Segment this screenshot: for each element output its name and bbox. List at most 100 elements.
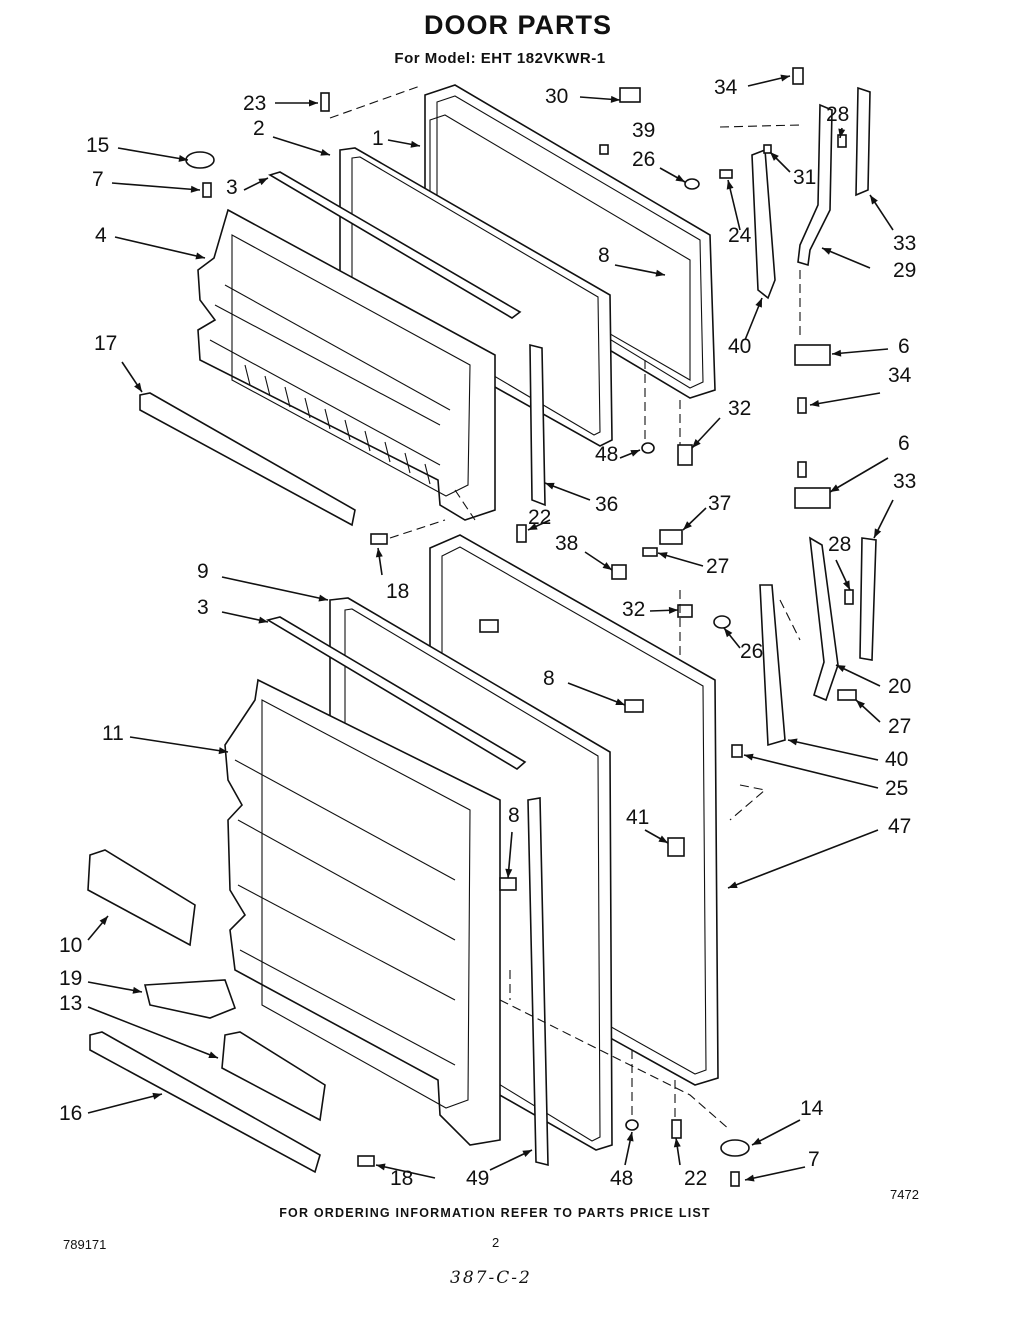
leader-arrowhead <box>788 738 798 746</box>
callout-number: 18 <box>386 580 409 603</box>
leader-arrowhead <box>843 580 850 590</box>
fresh-inner-liner <box>224 678 501 1146</box>
leader-arrowhead <box>836 665 846 673</box>
leader-arrowhead <box>132 986 142 994</box>
callout-number: 33 <box>893 232 916 255</box>
leader-arrowhead <box>744 753 754 761</box>
callout-number: 7 <box>808 1148 820 1171</box>
leader-line <box>727 829 879 889</box>
door-bar-16 <box>89 1031 321 1174</box>
leader-arrowhead <box>726 180 734 190</box>
callout-number: 6 <box>898 432 910 455</box>
callout-number: 48 <box>595 443 618 466</box>
leader-line <box>111 182 201 191</box>
callout-number: 41 <box>626 806 649 829</box>
callout-number: 26 <box>740 640 763 663</box>
part-6-upper <box>794 344 831 366</box>
part-14 <box>720 1139 750 1157</box>
lower-hinge-bar-20 <box>809 536 839 702</box>
part-41 <box>667 837 685 857</box>
callout-number: 28 <box>826 103 849 126</box>
upper-guide-lines <box>329 85 801 539</box>
door-shelf-10 <box>87 849 196 947</box>
callout-number: 22 <box>684 1167 707 1190</box>
callout-number: 27 <box>706 555 729 578</box>
leader-line <box>744 1166 806 1181</box>
part-31 <box>763 144 772 154</box>
freezer-inner-liner <box>197 208 496 521</box>
liner-ribs <box>244 364 431 485</box>
leader-arrowhead <box>99 916 108 926</box>
door-shelf-13 <box>221 1031 326 1122</box>
leader-arrowhead <box>870 195 878 205</box>
upper-hinge-arm <box>751 148 776 300</box>
part-48-lower <box>625 1119 639 1131</box>
leader-arrowhead <box>258 616 268 624</box>
callout-number: 9 <box>197 560 209 583</box>
callout-number: 4 <box>95 224 107 247</box>
ordering-note: FOR ORDERING INFORMATION REFER TO PARTS … <box>279 1206 711 1220</box>
leader-line <box>831 348 889 355</box>
leader-arrowhead <box>258 178 268 186</box>
lower-hinge-cover-33 <box>859 537 877 661</box>
leader-arrowhead <box>822 248 832 255</box>
part-28-upper <box>837 134 847 148</box>
model-subtitle: For Model: EHT 182VKWR-1 <box>394 50 606 67</box>
callout-number: 24 <box>728 224 752 247</box>
callout-number: 30 <box>545 85 568 108</box>
leader-arrowhead <box>755 298 762 308</box>
leader-line <box>751 1119 801 1146</box>
leader-arrowhead <box>630 450 640 457</box>
callout-number: 39 <box>632 119 655 142</box>
leader-arrowhead <box>195 252 205 260</box>
part-39 <box>599 144 609 155</box>
callout-number: 16 <box>59 1102 82 1125</box>
callout-number: 8 <box>508 804 520 827</box>
page-number: 2 <box>492 1235 500 1250</box>
callout-number: 8 <box>543 667 555 690</box>
leader-arrowhead <box>830 484 840 492</box>
leader-arrowhead <box>375 548 383 558</box>
leader-line <box>221 576 329 601</box>
leader-arrowhead <box>724 628 733 638</box>
part-26-upper <box>684 178 700 190</box>
leader-arrowhead <box>874 528 882 538</box>
callout-number: 22 <box>528 506 551 529</box>
upper-hinge-bar <box>797 103 833 267</box>
callout-number: 37 <box>708 492 731 515</box>
part-26-lower <box>713 615 731 629</box>
callout-number: 19 <box>59 967 82 990</box>
leader-line <box>787 739 879 761</box>
lower-hinge-arm-40 <box>759 584 786 747</box>
leader-arrowhead <box>152 1092 162 1100</box>
callout-number: 2 <box>253 117 265 140</box>
leader-line <box>87 981 143 993</box>
leader-arrowhead <box>134 382 142 392</box>
lower-guide-lines <box>499 590 801 1131</box>
leader-line <box>809 392 881 406</box>
callout-number: 15 <box>86 134 109 157</box>
part-25 <box>731 744 743 758</box>
leader-lines <box>87 74 894 1182</box>
callout-number: 3 <box>226 176 238 199</box>
callout-number: 34 <box>888 364 912 387</box>
callout-number: 48 <box>610 1167 633 1190</box>
callout-number: 8 <box>598 244 610 267</box>
callout-number: 32 <box>728 397 751 420</box>
callout-number: 26 <box>632 148 655 171</box>
leader-arrowhead <box>610 95 620 103</box>
leader-arrowhead <box>626 1132 634 1142</box>
part-24 <box>719 169 733 179</box>
leader-line <box>87 1093 163 1114</box>
screw-7-upper <box>202 182 212 198</box>
callout-number: 3 <box>197 596 209 619</box>
callout-number: 38 <box>555 532 578 555</box>
leader-line <box>129 736 229 753</box>
freezer-side-strip <box>529 343 546 507</box>
leader-line <box>272 136 331 156</box>
leader-arrowhead <box>770 152 779 161</box>
drawing-number: 7472 <box>890 1187 919 1202</box>
part-6-lower <box>794 487 831 509</box>
leader-arrowhead <box>376 1163 386 1171</box>
